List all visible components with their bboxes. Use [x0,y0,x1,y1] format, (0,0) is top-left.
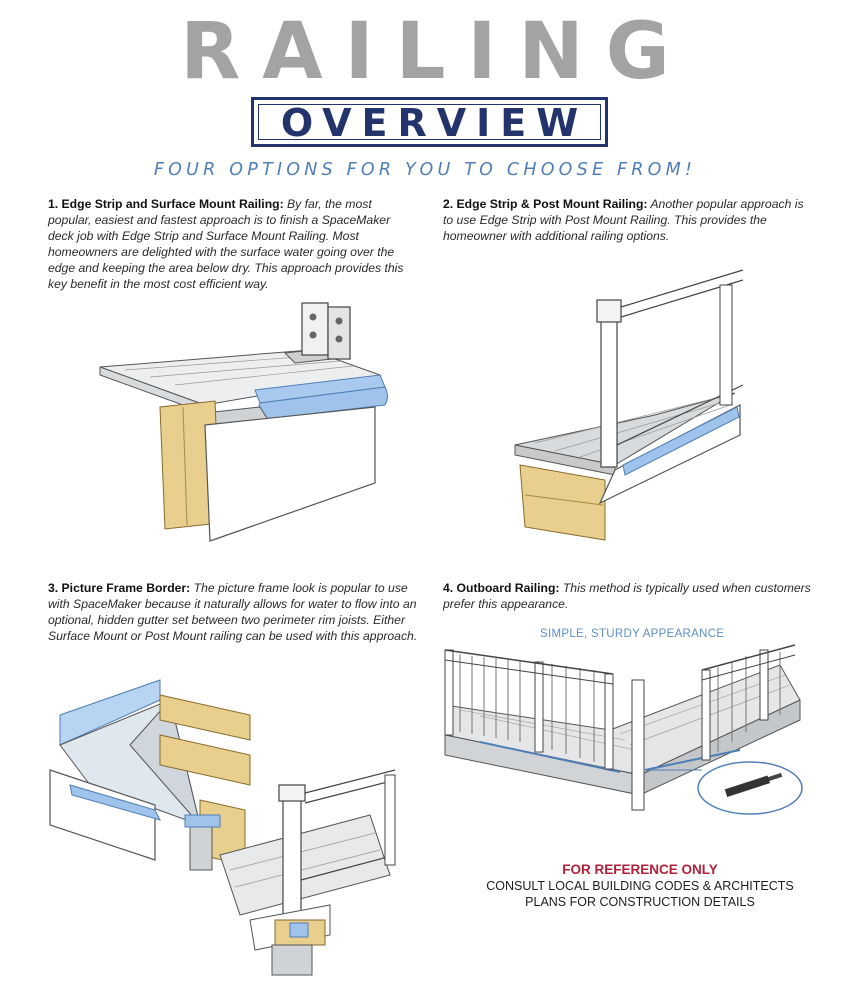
option-4-text: 4. Outboard Railing: This method is typi… [443,580,815,612]
reference-line-2: CONSULT LOCAL BUILDING CODES & ARCHITECT… [486,879,794,893]
option-2-body: Another popular approach is to use Edge … [443,197,804,243]
option-1-text: 1. Edge Strip and Surface Mount Railing:… [48,196,416,292]
option-1-heading: 1. Edge Strip and Surface Mount Railing: [48,197,284,211]
tagline: FOUR OPTIONS FOR YOU TO CHOOSE FROM! [153,160,697,180]
reference-notice: FOR REFERENCE ONLY CONSULT LOCAL BUILDIN… [440,862,840,910]
option-1-body: By far, the most popular, easiest and fa… [48,197,404,291]
surface-mount-illustration [99,302,388,542]
option-3-text: 3. Picture Frame Border: The picture fra… [48,580,418,644]
illustration-caption: SIMPLE, STURDY APPEARANCE [540,628,725,640]
option-4-heading: 4. Outboard Railing: [443,581,560,595]
reference-line-3: PLANS FOR CONSTRUCTION DETAILS [525,895,755,909]
page-subtitle: OVERVIEW [280,101,589,145]
option-2-heading: 2. Edge Strip & Post Mount Railing: [443,197,648,211]
page-title: RAILING [180,7,692,97]
option-3-body: The picture frame look is popular to use… [48,581,418,643]
option-2-text: 2. Edge Strip & Post Mount Railing: Anot… [443,196,815,244]
subtitle-frame [251,97,608,147]
reference-warning: FOR REFERENCE ONLY [562,862,718,877]
picture-frame-illustration [49,679,396,976]
outboard-railing-illustration [444,644,803,815]
post-mount-illustration [514,269,744,541]
option-3-heading: 3. Picture Frame Border: [48,581,191,595]
option-4-body: This method is typically used when custo… [443,581,811,611]
